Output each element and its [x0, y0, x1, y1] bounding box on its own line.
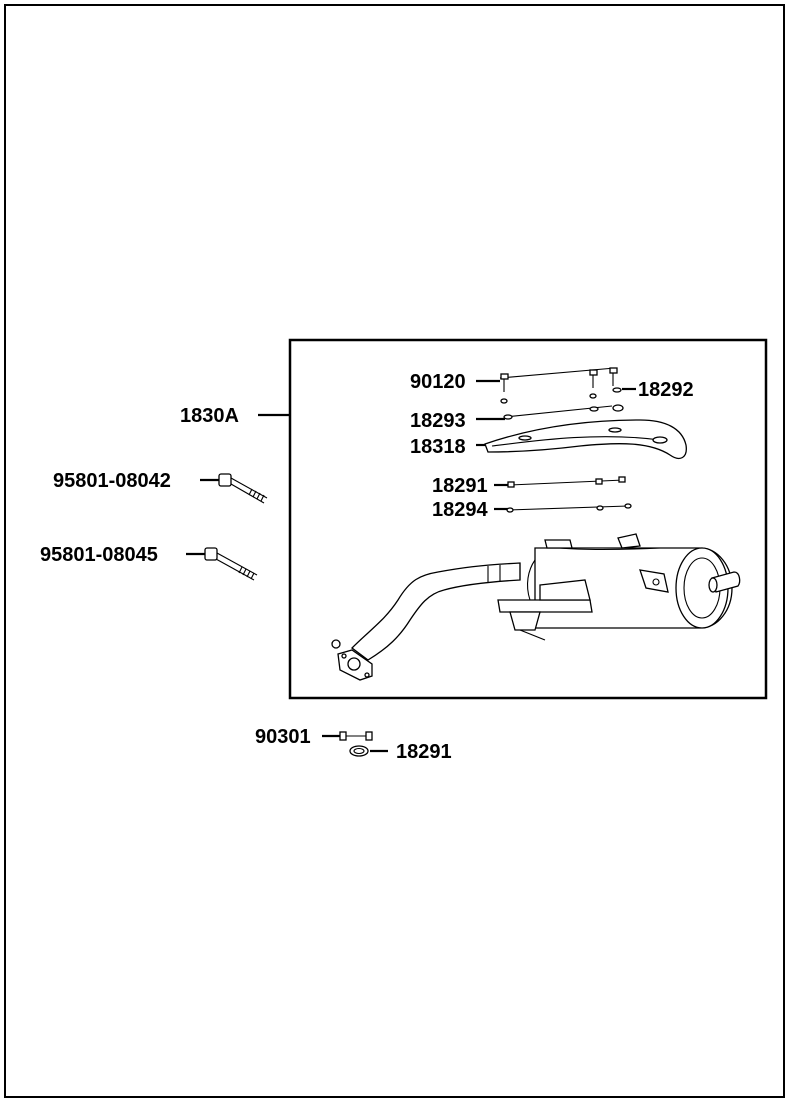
callout-95801-08042: 95801-08042 [53, 470, 171, 492]
muffler-assembly [331, 533, 741, 681]
screw-set-90120 [500, 367, 618, 404]
heat-shield-18318 [484, 419, 687, 459]
callout-95801-08045: 95801-08045 [40, 544, 158, 566]
callout-90301: 90301 [255, 726, 311, 748]
bolt-90301 [339, 731, 373, 741]
leader-90120-span [499, 367, 616, 379]
callout-18294: 18294 [432, 499, 488, 521]
callout-18292: 18292 [638, 379, 694, 401]
bolt-95801-08042 [218, 473, 268, 504]
callout-90120: 90120 [410, 371, 466, 393]
callout-18291-lower: 18291 [396, 741, 452, 763]
gasket-18291-lower [349, 745, 369, 757]
callout-18318: 18318 [410, 436, 466, 458]
callout-1830a: 1830A [180, 405, 239, 427]
callout-18291-upper: 18291 [432, 475, 488, 497]
bolt-95801-08045 [204, 547, 258, 581]
gasket-18294 [506, 503, 632, 513]
assembly-box [288, 338, 768, 700]
diagram-border [4, 4, 785, 1098]
gasket-18291-upper [507, 476, 626, 488]
callout-18293: 18293 [410, 410, 466, 432]
washer-18292 [612, 387, 622, 393]
gasket-18293 [503, 404, 624, 420]
